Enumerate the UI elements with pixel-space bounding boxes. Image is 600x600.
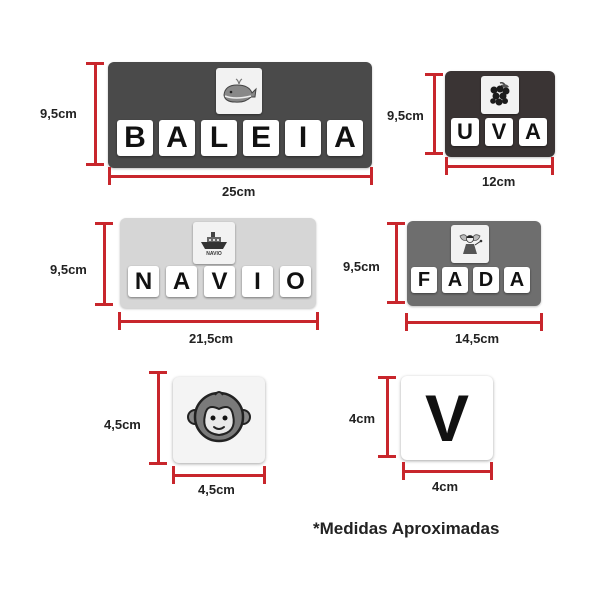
board-fada-image — [451, 225, 489, 263]
fairy-icon — [459, 234, 483, 254]
uva-width-label: 12cm — [482, 174, 516, 189]
letter-tile: A — [442, 267, 468, 293]
baleia-width-cap-right — [370, 167, 373, 185]
letter-tile: V — [204, 266, 235, 297]
image-piece-width-line — [172, 474, 266, 477]
uva-height-line — [433, 73, 436, 155]
navio-width-label: 21,5cm — [189, 331, 234, 346]
navio-height-line — [103, 222, 106, 306]
fada-height-label: 9,5cm — [343, 259, 380, 274]
whale-icon — [223, 78, 257, 103]
letter-piece-height-line — [386, 376, 389, 458]
letter-piece-height-label: 4cm — [349, 411, 376, 426]
image-piece-width-cap-right — [263, 466, 266, 484]
baleia-width-line — [108, 175, 372, 178]
board-uva-image — [481, 76, 519, 114]
navio-width-line — [118, 320, 318, 323]
letter-piece-width-label: 4cm — [432, 479, 459, 494]
letter-tile: D — [473, 267, 499, 293]
image-piece — [173, 377, 265, 463]
letter-piece-letter: V — [424, 381, 470, 455]
image-piece-height-label: 4,5cm — [104, 417, 141, 432]
letter-piece: V — [401, 376, 493, 460]
letter-piece-height-cap-bottom — [378, 455, 396, 458]
navio-height-cap-bottom — [95, 303, 113, 306]
uva-width-cap-left — [445, 157, 448, 175]
letter-tile: A — [159, 120, 195, 156]
uva-height-label: 9,5cm — [387, 108, 424, 123]
fada-width-cap-right — [540, 313, 543, 331]
fada-width-cap-left — [405, 313, 408, 331]
image-piece-height-cap-bottom — [149, 462, 167, 465]
letter-tile: N — [128, 266, 159, 297]
fada-width-line — [405, 321, 542, 324]
letter-tile: F — [411, 267, 437, 293]
fada-height-cap-top — [387, 222, 405, 225]
letter-tile: A — [166, 266, 197, 297]
baleia-width-label: 25cm — [222, 184, 256, 199]
ship-icon — [201, 231, 227, 249]
letter-tile: V — [485, 118, 513, 146]
letter-tile: O — [280, 266, 311, 297]
fada-width-label: 14,5cm — [455, 331, 500, 346]
uva-width-line — [445, 165, 554, 168]
baleia-height-label: 9,5cm — [40, 106, 77, 121]
letter-tile: B — [117, 120, 153, 156]
letter-tile: U — [451, 118, 479, 146]
baleia-height-cap-bottom — [86, 163, 104, 166]
baleia-height-line — [94, 62, 97, 166]
image-piece-height-line — [157, 371, 160, 465]
letter-piece-width-cap-left — [402, 462, 405, 480]
navio-width-cap-left — [118, 312, 121, 330]
board-navio-image: NAVIO — [193, 222, 235, 264]
grapes-icon — [490, 82, 510, 106]
fada-height-line — [395, 222, 398, 304]
uva-width-cap-right — [551, 157, 554, 175]
baleia-height-cap-top — [86, 62, 104, 65]
monkey-icon — [187, 391, 251, 443]
letter-piece-height-cap-top — [378, 376, 396, 379]
letter-piece-width-line — [402, 470, 493, 473]
letter-tile: A — [504, 267, 530, 293]
uva-height-cap-top — [425, 73, 443, 76]
approximate-measures-note: *Medidas Aproximadas — [313, 519, 500, 538]
letter-piece-width-cap-right — [490, 462, 493, 480]
board-baleia-image — [216, 68, 262, 114]
image-piece-width-cap-left — [172, 466, 175, 484]
image-piece-height-cap-top — [149, 371, 167, 374]
letter-tile: I — [285, 120, 321, 156]
navio-height-label: 9,5cm — [50, 262, 87, 277]
baleia-width-cap-left — [108, 167, 111, 185]
ship-caption: NAVIO — [206, 250, 222, 257]
letter-tile: A — [327, 120, 363, 156]
uva-height-cap-bottom — [425, 152, 443, 155]
navio-width-cap-right — [316, 312, 319, 330]
letter-tile: L — [201, 120, 237, 156]
letter-tile: I — [242, 266, 273, 297]
letter-tile: E — [243, 120, 279, 156]
letter-tile: A — [519, 118, 547, 146]
fada-height-cap-bottom — [387, 301, 405, 304]
image-piece-width-label: 4,5cm — [198, 482, 235, 497]
navio-height-cap-top — [95, 222, 113, 225]
